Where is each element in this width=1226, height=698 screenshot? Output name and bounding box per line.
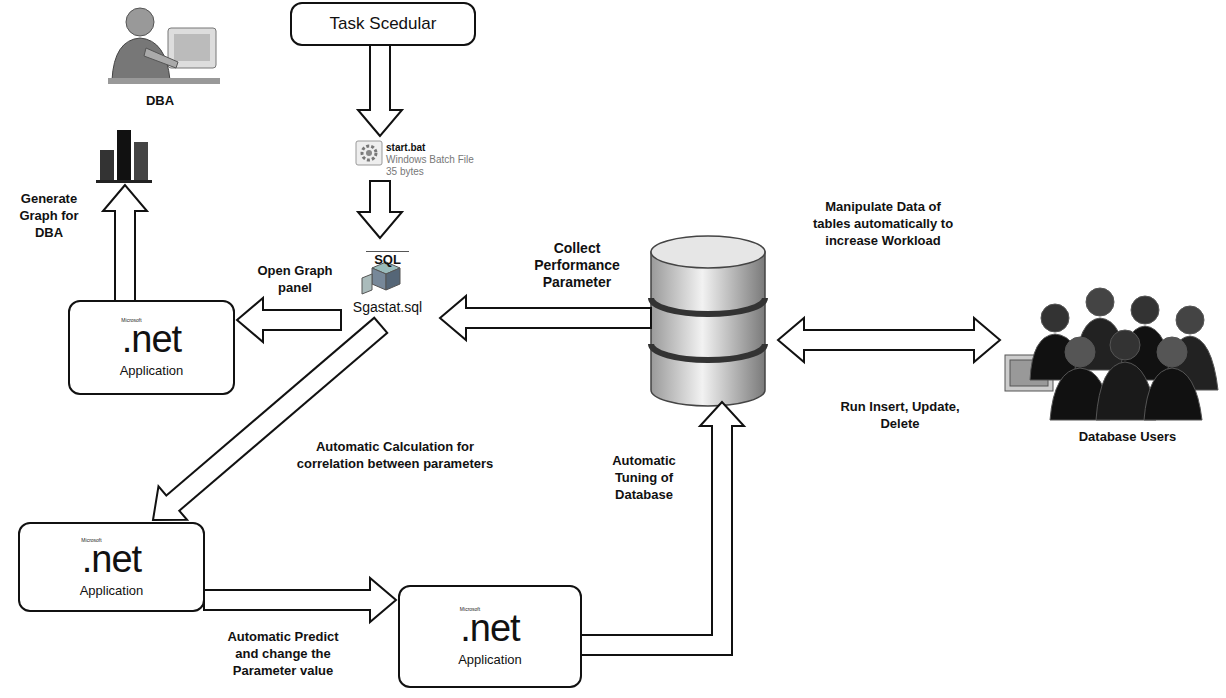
node-text: Task Scedular (330, 14, 437, 34)
hollow-arrow (203, 578, 396, 622)
arrow-label: Collect Performance Parameter (522, 240, 632, 291)
node-text: Application (120, 363, 184, 378)
batch-file: start.batWindows Batch File35 bytes (352, 138, 474, 182)
edge-label: Open Graph panel (250, 262, 340, 296)
node-text: .net (460, 608, 519, 648)
application-box: Microsoft.netApplication (68, 300, 235, 395)
node-text: Windows Batch File (386, 154, 474, 166)
node-text: Application (458, 652, 522, 667)
arrow-fill (205, 591, 373, 609)
dba-figure (108, 8, 220, 84)
node-text: 35 bytes (386, 166, 424, 178)
arrow-fill (260, 311, 340, 329)
application-box: Microsoft.netApplication (18, 522, 205, 612)
hollow-arrow (358, 180, 402, 238)
edge-label: Automatic Predict and change the Paramet… (218, 628, 348, 679)
database-cylinder (651, 236, 765, 406)
batch-file-icon (356, 141, 382, 165)
arrow-head (237, 298, 263, 342)
node-text: .net (82, 539, 141, 579)
arrow-fill (371, 46, 389, 113)
arrow-head (358, 110, 402, 136)
role-label: DBA (120, 92, 200, 109)
double-hollow-arrow (778, 318, 1000, 362)
node-text: Sgastat.sql (353, 299, 422, 315)
scheduler-box: Task Scedular (290, 2, 476, 46)
arrow-label: Automatic Tuning of Database (594, 452, 694, 503)
node-text: SQL (366, 251, 409, 267)
hollow-arrow (440, 296, 652, 340)
node-text: Application (80, 583, 144, 598)
arrow-label: Run Insert, Update, Delete (830, 398, 970, 432)
hollow-arrow (580, 402, 744, 645)
users-figure (1005, 288, 1218, 420)
graph-icon (96, 130, 152, 183)
arrow-fill (371, 182, 389, 215)
hollow-arrow (237, 298, 342, 342)
node-text: .net (122, 319, 181, 359)
arrow-head (370, 578, 396, 622)
arrow-head (358, 212, 402, 238)
hollow-arrow (358, 44, 402, 136)
arrow-label: Generate Graph for DBA (8, 190, 90, 241)
hollow-arrow (103, 185, 147, 302)
sql-script: SQL Sgastat.sql (340, 240, 435, 326)
arrow-label: Manipulate Data of tables automatically … (808, 198, 958, 249)
edge-label: Automatic Calculation for correlation be… (285, 438, 505, 472)
group-label: Database Users (1040, 428, 1215, 445)
application-box: Microsoft.netApplication (398, 585, 582, 688)
node-text: start.bat (386, 142, 425, 154)
